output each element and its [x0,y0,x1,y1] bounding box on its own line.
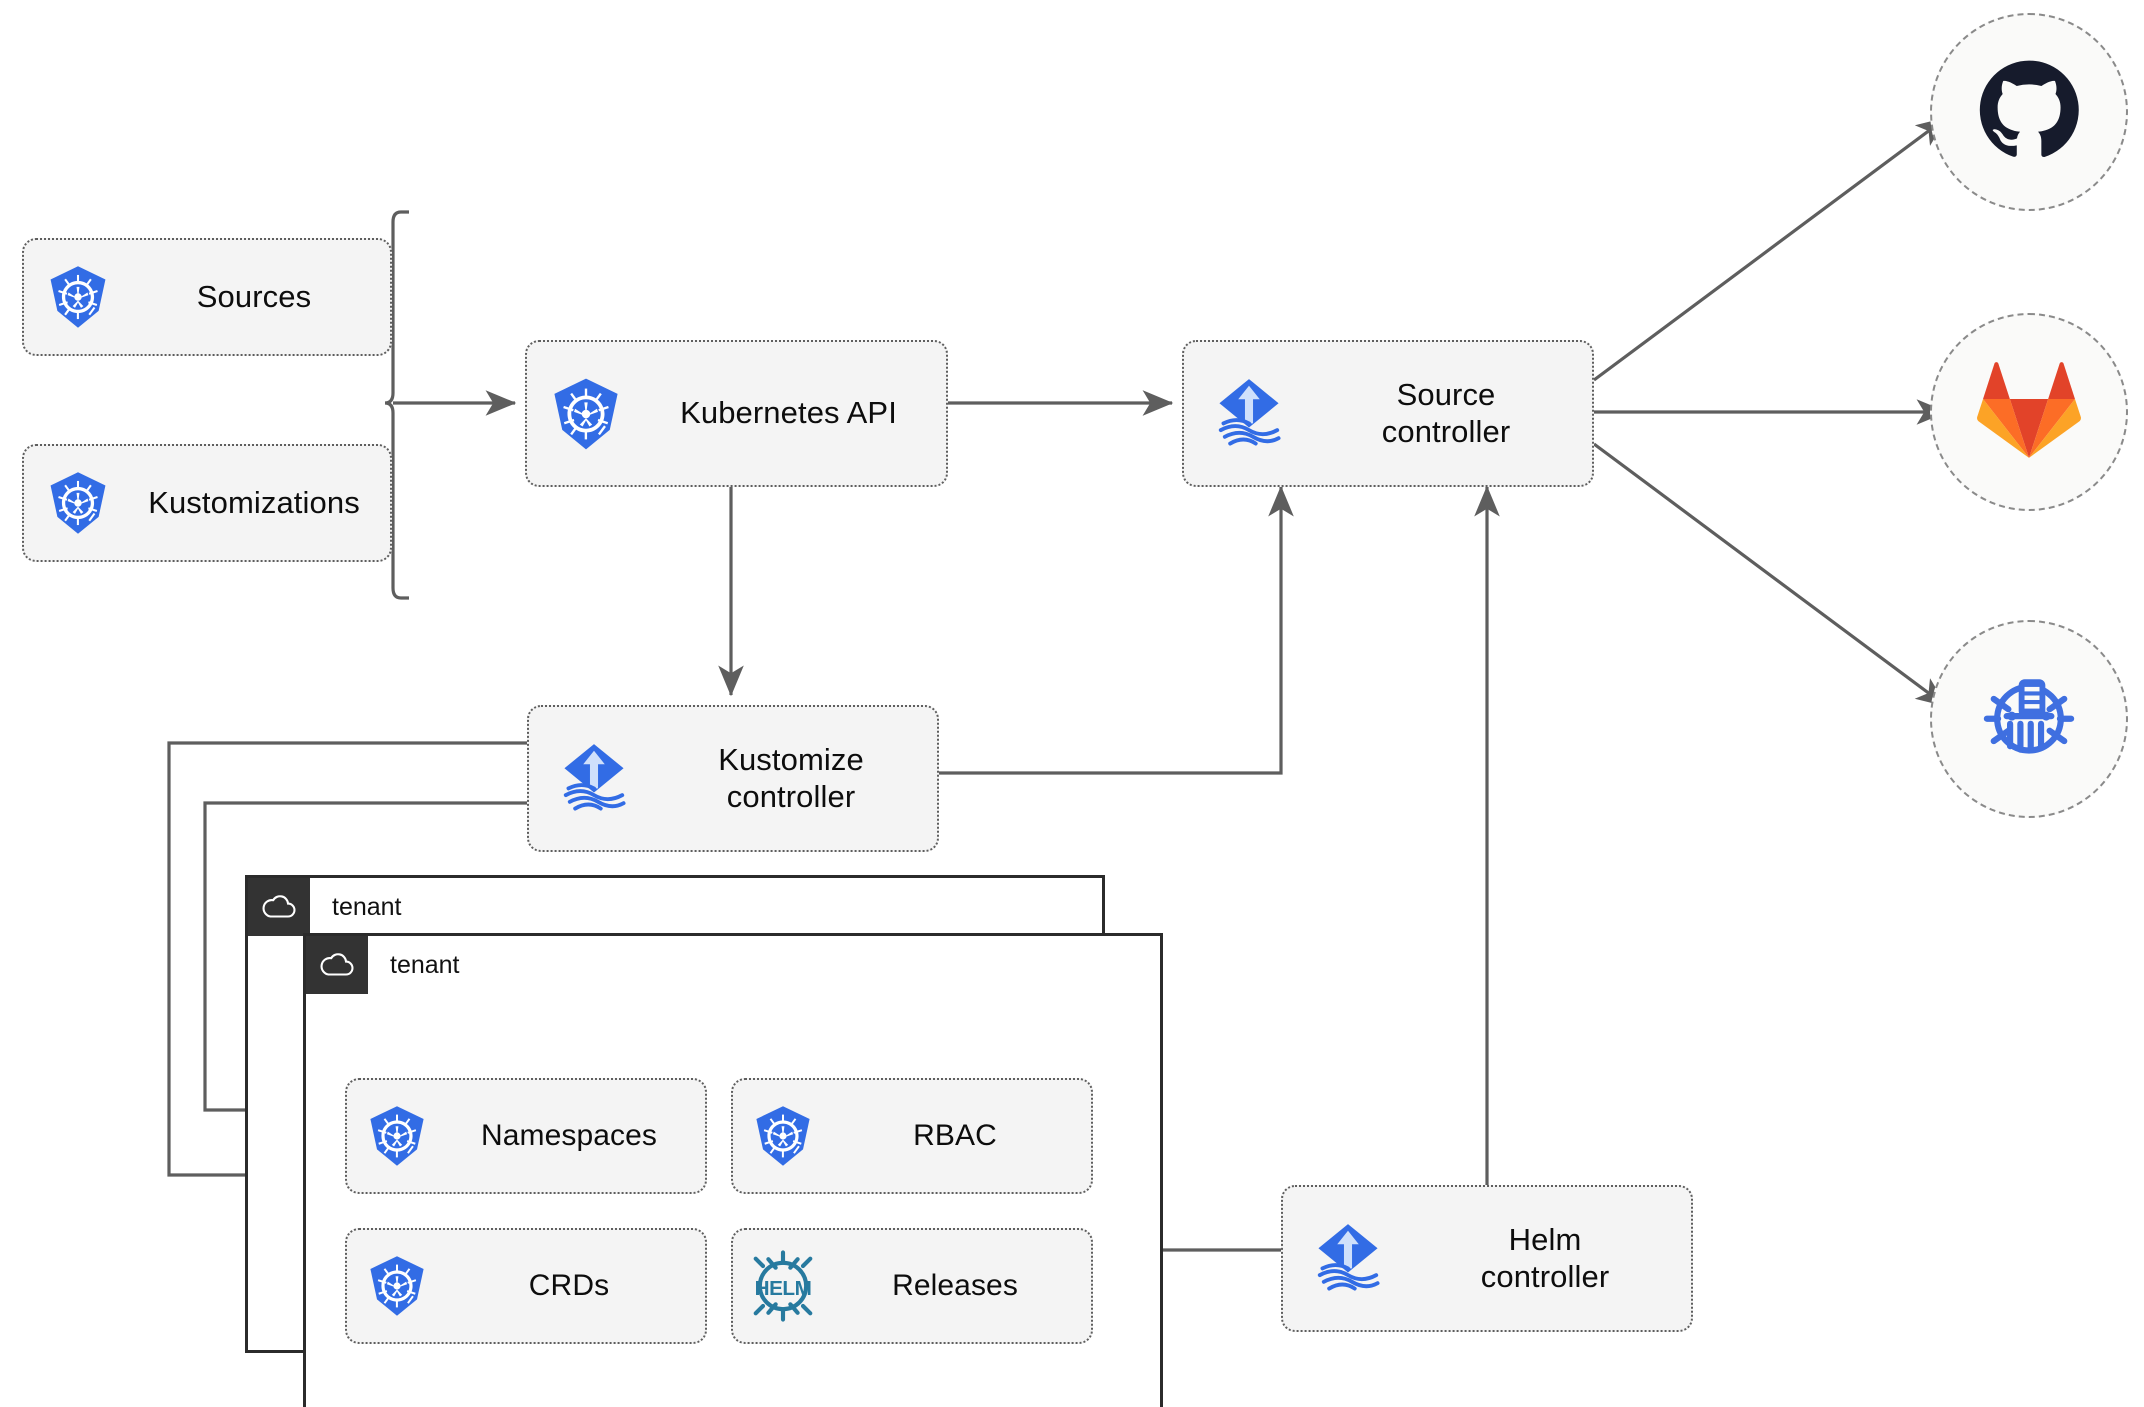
external-helm-repository[interactable] [1930,620,2128,818]
node-label: Namespaces [480,1119,658,1153]
node-label: Source controller [1381,376,1511,449]
node-kubernetes-api[interactable]: Kubernetes API [525,340,948,487]
external-gitlab[interactable] [1930,313,2128,511]
node-helm-controller[interactable]: Helm controller [1281,1185,1693,1332]
node-label: RBAC [913,1119,997,1153]
tenant-window-inner[interactable]: tenant [303,933,1163,1407]
svg-text:HELM: HELM [755,1277,812,1300]
node-kustomizations[interactable]: Kustomizations [22,444,392,562]
node-label: Sources [196,278,312,314]
node-crds[interactable]: CRDs [345,1228,707,1344]
gitlab-icon [1977,358,2081,467]
cloud-icon [248,878,310,936]
kubernetes-icon [347,1254,447,1318]
tenant-label: tenant [390,950,460,979]
tenant-header: tenant [306,936,460,994]
node-label: Kustomizations [148,484,360,520]
flux-icon [1184,371,1314,457]
kubernetes-icon [24,470,132,536]
node-label: Kubernetes API [680,395,897,431]
node-source-controller[interactable]: Source controller [1182,340,1594,487]
node-sources[interactable]: Sources [22,238,392,356]
kubernetes-icon [733,1104,833,1168]
kubernetes-icon [527,376,645,452]
flux-icon [1283,1216,1413,1302]
node-label: Helm controller [1480,1221,1610,1294]
flux-icon [529,736,659,822]
node-kustomize-controller[interactable]: Kustomize controller [527,705,939,852]
kubernetes-icon [24,264,132,330]
tenant-label: tenant [332,892,402,921]
node-label: Kustomize controller [718,741,864,814]
helm-repository-icon [1974,662,2084,777]
node-label: Releases [892,1269,1018,1303]
node-rbac[interactable]: RBAC [731,1078,1093,1194]
kubernetes-icon [347,1104,447,1168]
external-github[interactable] [1930,13,2128,211]
cloud-icon [306,936,368,994]
github-icon [1977,58,2081,167]
helm-icon: HELM [733,1247,833,1325]
node-namespaces[interactable]: Namespaces [345,1078,707,1194]
node-label: CRDs [528,1269,610,1303]
node-releases[interactable]: HELM Releases [731,1228,1093,1344]
tenant-header: tenant [248,878,402,936]
